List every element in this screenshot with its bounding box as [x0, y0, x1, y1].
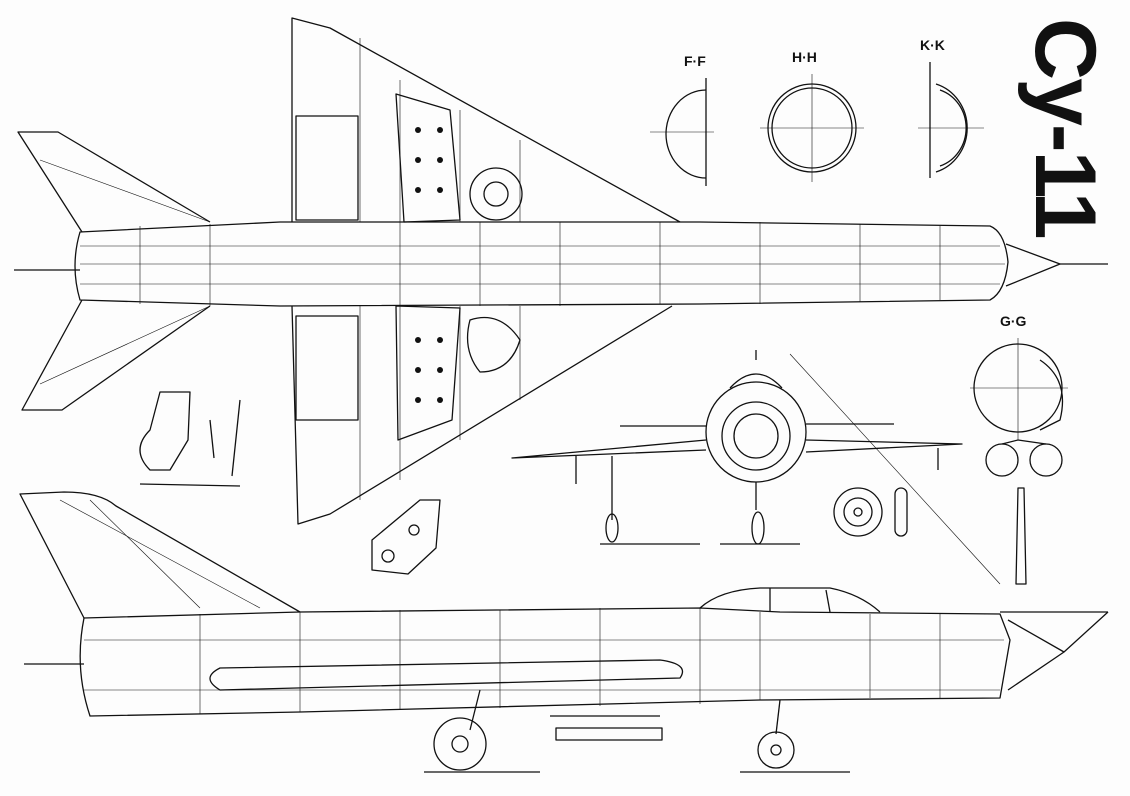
section-hh-drawing	[760, 74, 864, 182]
top-view-tailplane-upper	[17, 131, 211, 233]
section-label-kk: K·K	[920, 37, 945, 53]
side-view-canopy	[699, 587, 881, 613]
wheel-detail	[833, 487, 908, 537]
front-view	[511, 350, 963, 545]
section-ff-drawing	[650, 78, 714, 186]
top-view-tailplane-lower	[21, 299, 211, 411]
gear-bay-detail	[371, 499, 441, 575]
section-kk-drawing	[918, 62, 984, 178]
top-view	[14, 17, 1108, 525]
front-view-wing-right	[805, 439, 963, 453]
section-label-ff: F·F	[684, 53, 706, 69]
section-label-hh: H·H	[792, 49, 817, 65]
top-view-fuselage	[74, 221, 1009, 307]
side-view	[19, 491, 1109, 773]
section-gg-drawing	[970, 338, 1068, 477]
side-view-nose-cone	[1007, 619, 1065, 691]
top-view-wing-lower	[291, 305, 673, 525]
side-view-main-gear	[424, 689, 540, 773]
drawing-title: Су-11	[1017, 18, 1113, 238]
side-view-fuselage	[79, 607, 1011, 717]
gear-strut-detail	[139, 391, 241, 487]
front-view-wing-left	[511, 439, 707, 459]
top-view-wing-upper	[291, 17, 681, 223]
side-view-fin	[19, 491, 301, 619]
top-view-intake-detail	[469, 167, 523, 221]
title-block: Су-11	[1017, 18, 1113, 238]
section-label-gg: G·G	[1000, 313, 1027, 329]
top-view-nose-cone	[1005, 243, 1061, 287]
side-view-nose-gear	[740, 699, 850, 773]
front-view-fuselage	[705, 381, 807, 483]
